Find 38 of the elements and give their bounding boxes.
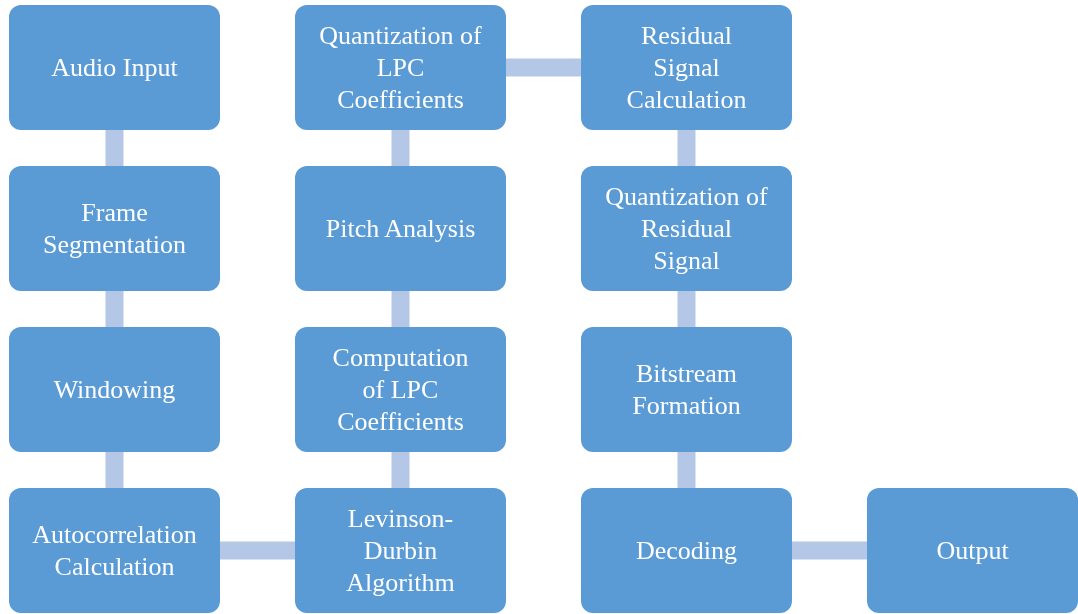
box-label: Pitch Analysis	[325, 212, 476, 245]
connector	[391, 452, 410, 488]
connector	[105, 130, 124, 166]
box-label: Frame Segmentation	[42, 196, 187, 261]
connector	[391, 130, 410, 166]
process-box	[295, 166, 506, 291]
process-box	[295, 327, 506, 452]
connector	[677, 130, 696, 166]
box-label: Computation of LPC Coefficients	[331, 341, 470, 438]
box-label: Autocorrelation Calculation	[32, 518, 197, 583]
box-label: Windowing	[53, 373, 176, 406]
connector	[506, 58, 581, 77]
process-box	[9, 5, 220, 130]
box-label: Bitstream Formation	[631, 357, 742, 422]
box-label: Residual Signal Calculation	[625, 19, 748, 116]
process-box	[581, 5, 792, 130]
connector	[220, 541, 295, 560]
box-label: Quantization of Residual Signal	[605, 180, 768, 277]
connector	[677, 452, 696, 488]
box-label: Output	[936, 534, 1009, 567]
process-box	[867, 488, 1078, 613]
process-box	[581, 166, 792, 291]
process-box	[9, 166, 220, 291]
process-box	[9, 327, 220, 452]
process-box	[581, 327, 792, 452]
process-box	[9, 488, 220, 613]
connector	[792, 541, 867, 560]
connector	[105, 291, 124, 327]
box-label: Quantization of LPC Coefficients	[319, 19, 482, 116]
box-label: Levinson-Durbin Algorithm	[345, 502, 456, 599]
connector	[391, 291, 410, 327]
box-label: Decoding	[635, 534, 738, 567]
connector	[105, 452, 124, 488]
process-box	[295, 5, 506, 130]
connector	[677, 291, 696, 327]
process-box	[581, 488, 792, 613]
process-box	[295, 488, 506, 613]
box-label: Audio Input	[51, 51, 178, 84]
